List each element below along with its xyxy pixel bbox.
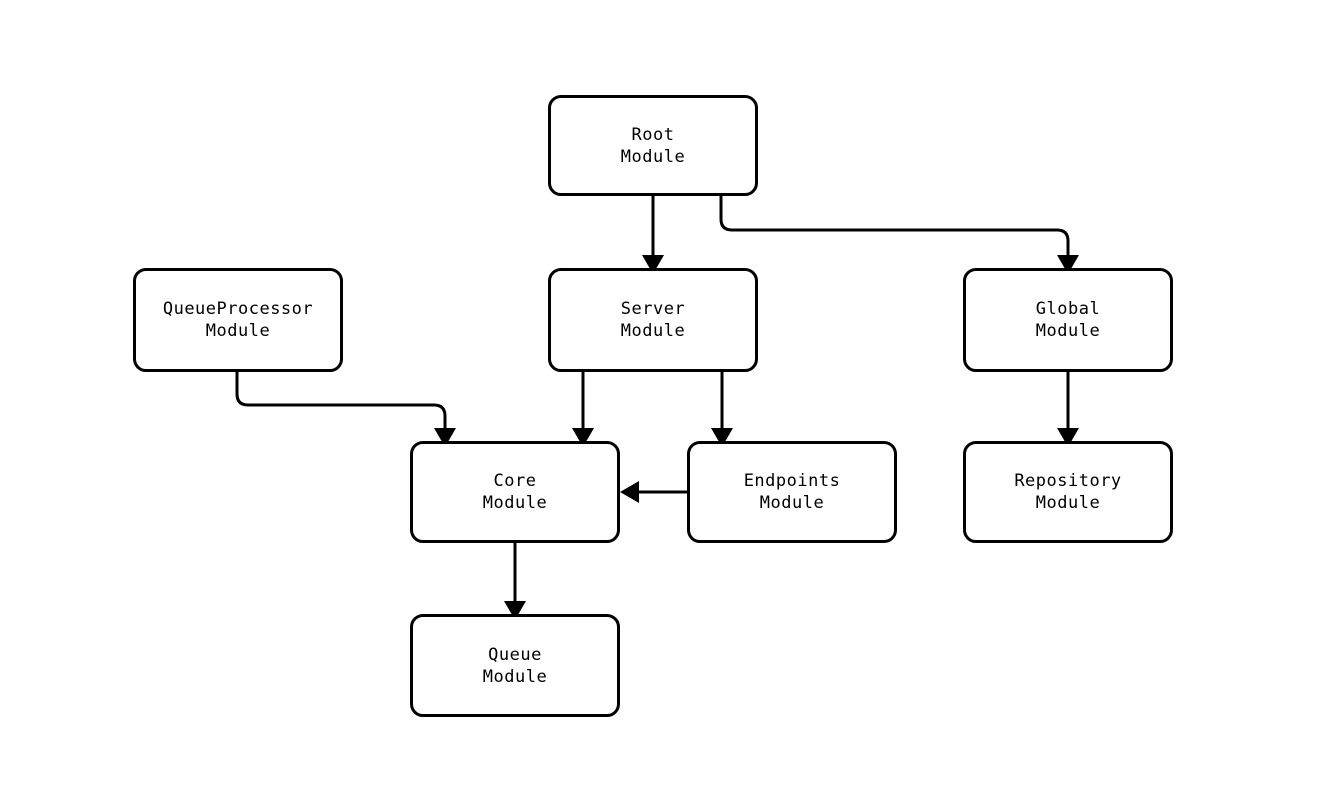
node-label-name: QueueProcessor xyxy=(162,299,314,319)
node-label-suffix: Module xyxy=(620,321,686,341)
edge-line xyxy=(719,196,1070,262)
node-label-suffix: Module xyxy=(759,493,825,513)
edge-server-to-core xyxy=(572,372,594,447)
node-label-suffix: Module xyxy=(205,321,271,341)
node-label-name: Endpoints xyxy=(743,471,841,491)
node-label-name: Root xyxy=(631,124,675,145)
node-label-suffix: Module xyxy=(620,146,686,167)
edge-server-to-endpoints xyxy=(711,372,733,447)
node-label-suffix: Module xyxy=(482,493,548,513)
node-label-name: Queue xyxy=(488,644,542,665)
node-label-suffix: Module xyxy=(1035,493,1101,513)
edge-line xyxy=(235,372,447,435)
node-label-name: Global xyxy=(1035,299,1101,319)
edge-root-to-server xyxy=(642,196,664,274)
edge-endpoints-to-core xyxy=(620,481,687,503)
edge-global-to-repository xyxy=(1057,372,1079,447)
node-label-suffix: Module xyxy=(1035,321,1101,341)
node-label-name: Core xyxy=(493,471,537,491)
edge-queueprocessor-to-core xyxy=(235,372,456,447)
edge-group xyxy=(235,196,1079,620)
edge-core-to-queue xyxy=(504,543,526,620)
node-label-suffix: Module xyxy=(482,666,548,687)
node-label-name: Repository xyxy=(1014,471,1122,491)
edge-root-to-global xyxy=(719,196,1079,274)
node-label-name: Server xyxy=(620,299,686,319)
edge-arrowhead xyxy=(620,481,639,503)
